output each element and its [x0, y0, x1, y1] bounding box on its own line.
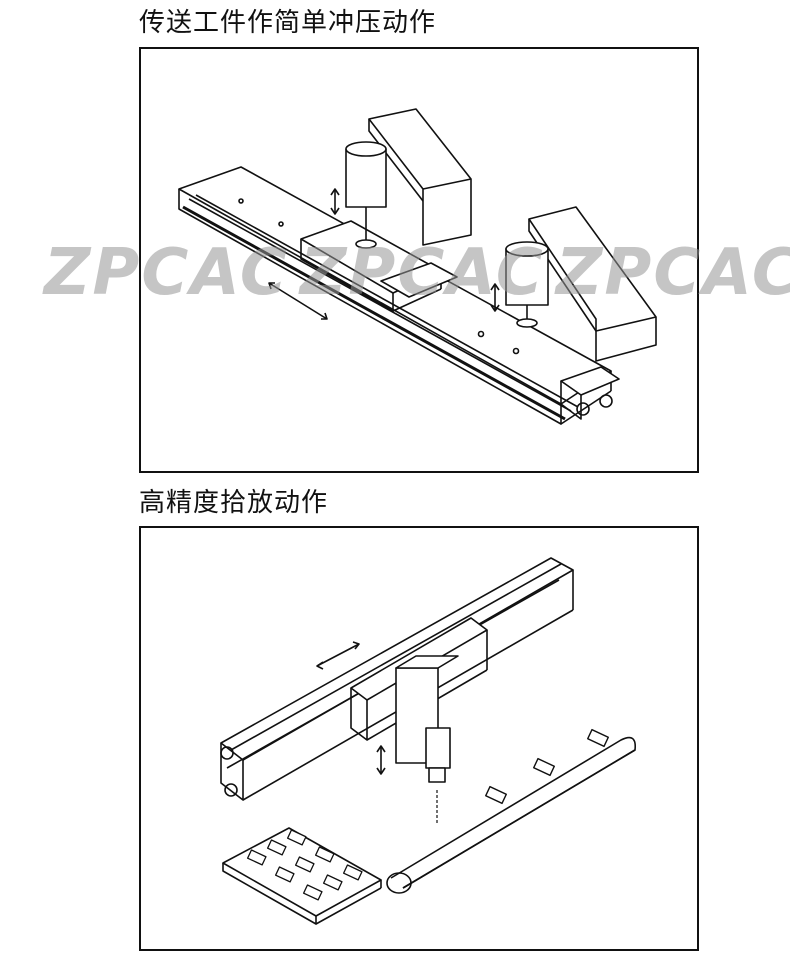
- horizontal-motion-arrow: [316, 641, 360, 670]
- conveyor-belt: [386, 736, 637, 894]
- linear-rail-actuator: [178, 166, 620, 425]
- press-cylinder-right: [505, 206, 657, 362]
- pressing-illustration: [178, 108, 657, 425]
- horizontal-motion-arrow: [268, 282, 328, 320]
- pressing-illustration-panel: [139, 47, 699, 473]
- pick-place-illustration-panel: [139, 526, 699, 951]
- pick-place-illustration: [220, 557, 637, 925]
- vertical-motion-arrow-left: [330, 188, 340, 215]
- section-title-pressing: 传送工件作简单冲压动作: [139, 8, 437, 38]
- vertical-motion-arrow: [376, 745, 386, 775]
- press-cylinder-left: [345, 108, 472, 249]
- workpieces: [485, 728, 609, 805]
- linear-rail-actuator: [220, 557, 574, 801]
- section-title-pick-place: 高精度拾放动作: [139, 488, 329, 518]
- parts-tray: [222, 827, 382, 925]
- vertical-motion-arrow-right: [490, 283, 500, 312]
